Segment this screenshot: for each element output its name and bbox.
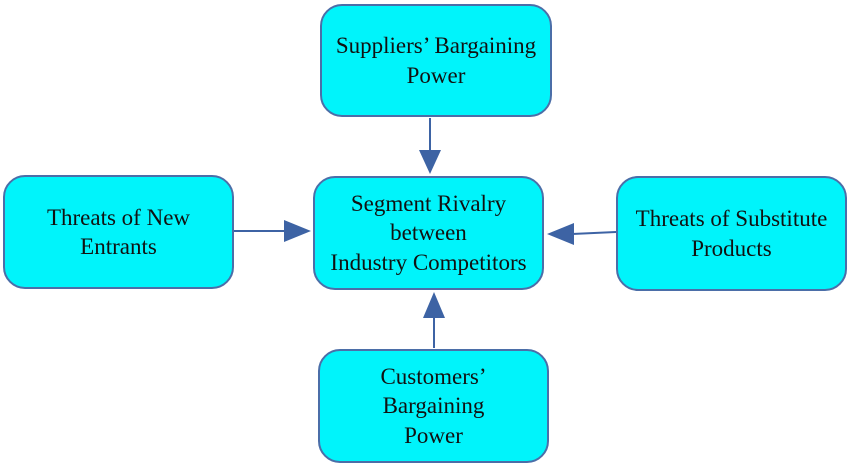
node-substitutes-label: Threats of Substitute Products xyxy=(635,206,828,261)
node-rivalry-label: Segment Rivalry between Industry Competi… xyxy=(330,190,527,275)
node-customers-label: Customers’ Bargaining Power xyxy=(380,363,487,448)
node-new-entrants-label: Threats of New Entrants xyxy=(46,204,191,259)
node-threats-new-entrants: Threats of New Entrants xyxy=(3,175,234,289)
node-customers-bargaining-power: Customers’ Bargaining Power xyxy=(318,349,549,463)
node-suppliers-bargaining-power: Suppliers’ Bargaining Power xyxy=(320,4,552,117)
arrow-right-to-center xyxy=(571,231,617,235)
arrowhead-bottom-to-center xyxy=(423,292,445,318)
arrowhead-top-to-center xyxy=(419,150,441,174)
arrowhead-left-to-center xyxy=(284,220,311,242)
node-threats-substitute-products: Threats of Substitute Products xyxy=(616,176,847,291)
node-suppliers-label: Suppliers’ Bargaining Power xyxy=(335,33,537,88)
node-segment-rivalry: Segment Rivalry between Industry Competi… xyxy=(313,176,544,290)
arrowhead-right-to-center xyxy=(547,223,574,245)
